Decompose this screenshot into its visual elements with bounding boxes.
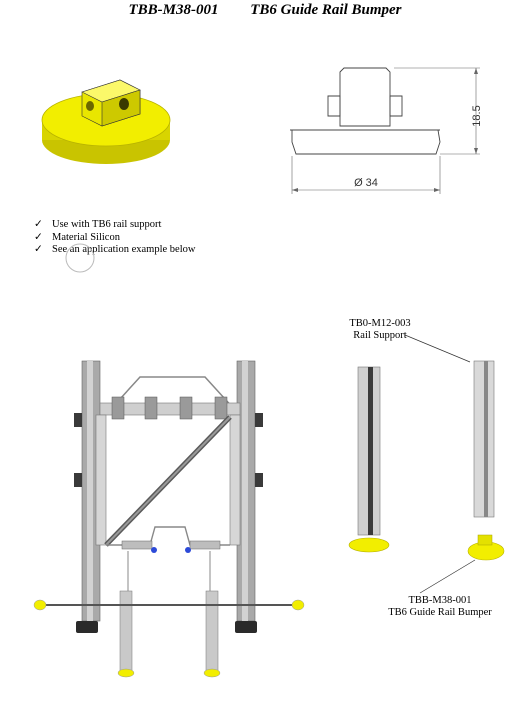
bumper-leg-left [117, 668, 135, 678]
bumper-leader [419, 559, 476, 594]
check-icon: ✓ [34, 219, 43, 230]
bumper-left [33, 599, 47, 611]
right-tab [389, 95, 403, 117]
rail-left-bumper [348, 537, 390, 553]
part-code: TBB-M38-001 [128, 2, 219, 18]
list-item: ✓ Use with TB6 rail support [34, 219, 162, 230]
top-arch [109, 376, 236, 411]
feature-list: ✓ Use with TB6 rail support ✓ Material S… [34, 219, 195, 257]
top-crossbar [99, 402, 241, 416]
application-assembly-render [33, 360, 305, 678]
diameter-dim-label: Ø 34 [354, 177, 378, 189]
block-hole [119, 98, 129, 110]
left-tab [327, 95, 341, 117]
bumper-callout: TBB-M38-001 TB6 Guide Rail Bumper [388, 595, 492, 618]
check-icon: ✓ [34, 244, 43, 255]
left-rail [95, 414, 107, 546]
rail-support-callout: TB0-M12-003 Rail Support [349, 318, 411, 341]
bumper-3d-render [41, 79, 171, 164]
knob-right [235, 621, 257, 633]
list-item: ✓ Material Silicon [34, 231, 120, 243]
page-header: TBB-M38-001 TB6 Guide Rail Bumper [0, 2, 530, 19]
list-item: ✓ See an application example below [34, 244, 196, 255]
check-icon: ✓ [34, 231, 43, 243]
height-dim-label: 18.5 [471, 105, 483, 126]
bumper-leg-right [203, 668, 221, 678]
rail-support-leader [404, 334, 471, 363]
bumper-right [291, 599, 305, 611]
rail-support-renders [348, 360, 505, 561]
cursor-ring [65, 243, 95, 273]
knob-left [76, 621, 98, 633]
technical-drawing: 18.5 Ø 34 [290, 67, 483, 194]
right-rail [229, 414, 241, 546]
part-title: TB6 Guide Rail Bumper [250, 2, 402, 18]
